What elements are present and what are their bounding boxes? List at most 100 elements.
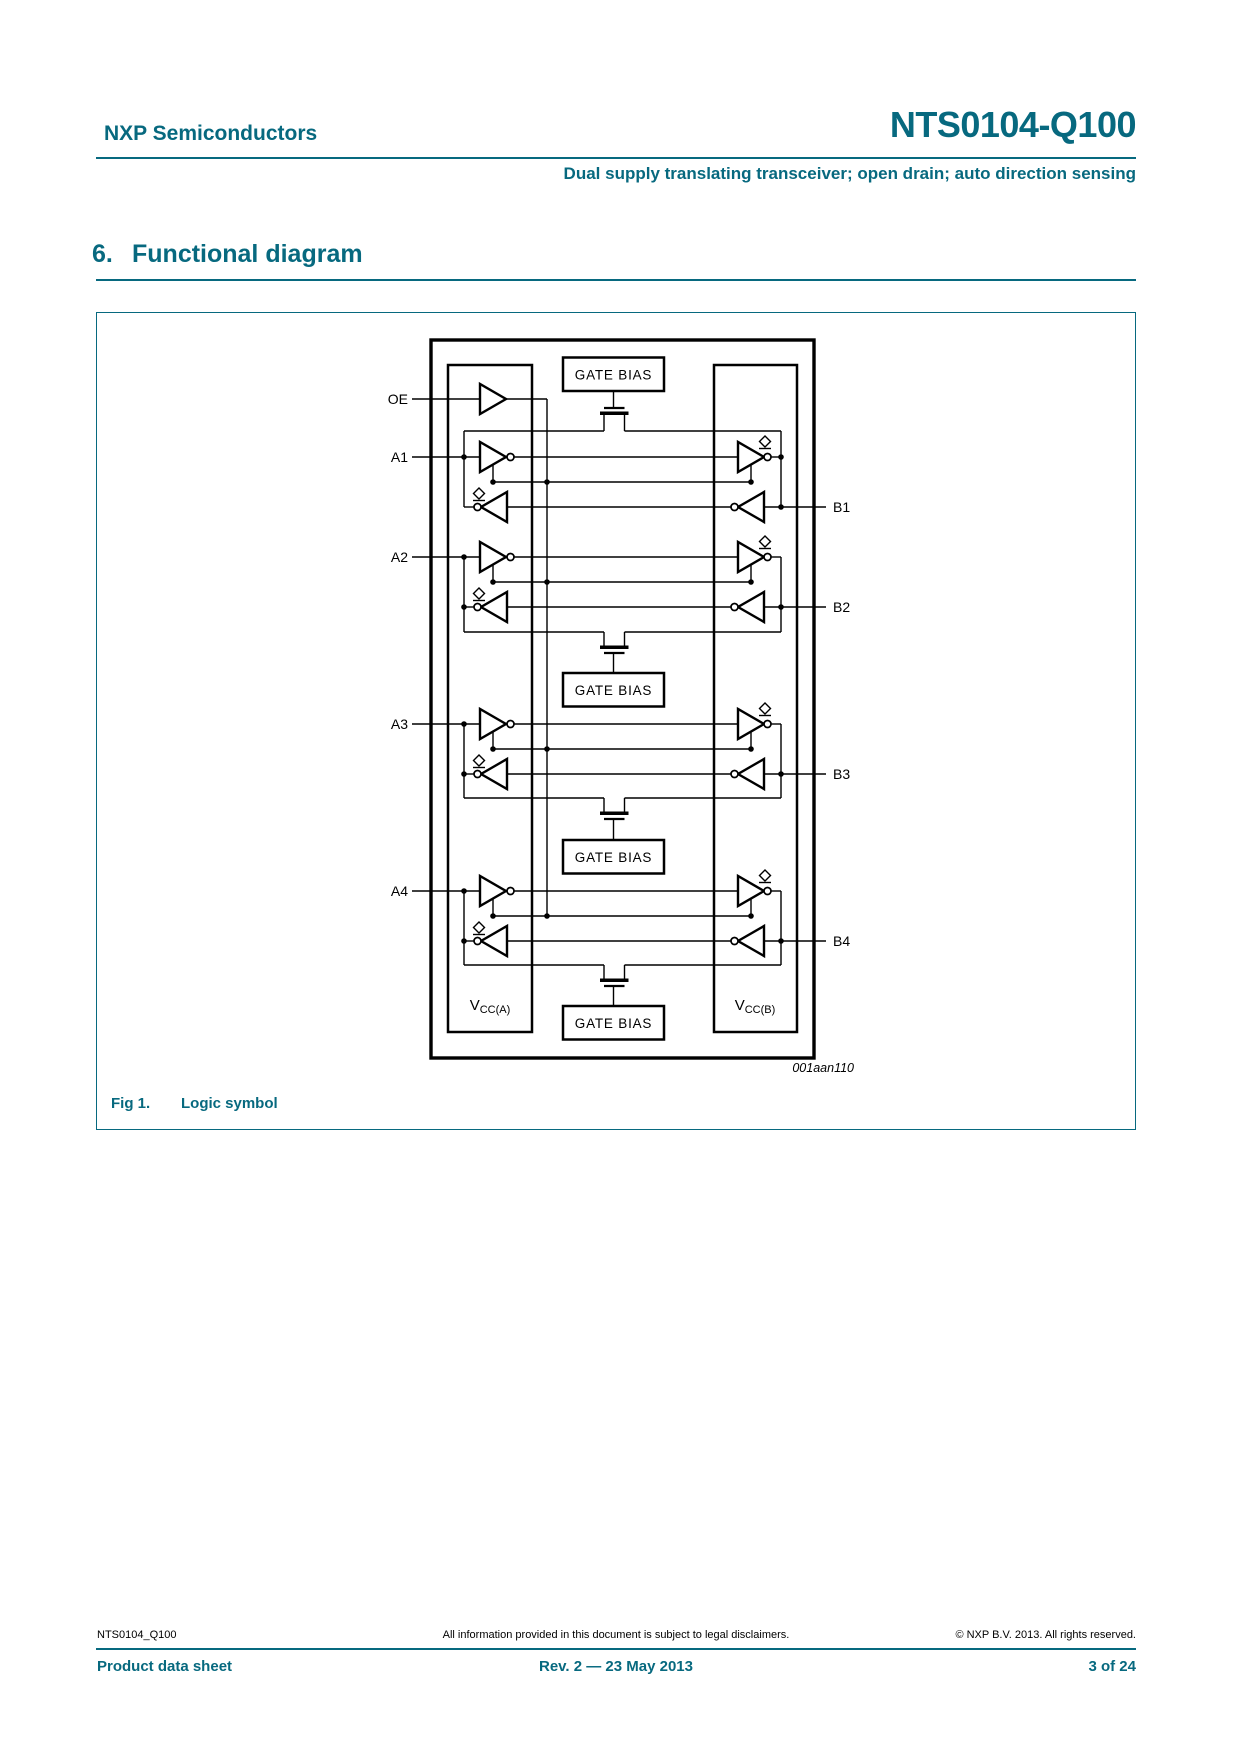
gate-bias-label: GATE BIAS [575,1016,652,1031]
b-side-driver-buffer [736,706,767,742]
junction-dot [748,479,754,485]
figure-caption-title: Logic symbol [181,1095,278,1112]
footer-copyright: © NXP B.V. 2013. All rights reserved. [955,1629,1136,1641]
vccb-subscript: CC(B) [745,1004,776,1016]
figure-frame: OE GATE BIAS GATE BIAS GATE BIAS [96,312,1136,1130]
transistor-channel [600,645,629,649]
junction-dot [490,746,496,752]
b-side-driver-buffer [736,873,767,909]
open-drain-icon [472,921,486,934]
junction-dot [778,504,784,510]
inverter-bubble [506,552,515,562]
document-subtitle: Dual supply translating transceiver; ope… [563,164,1136,183]
a-side-driver-buffer [478,589,509,625]
junction-dot [461,938,467,944]
open-drain-icon [758,702,772,715]
a-side-sense-buffer [478,439,509,475]
footer-divider [96,1648,1136,1650]
b-port-label: B1 [833,499,850,515]
a-side-sense-buffer [478,873,509,909]
junction-dot [544,746,550,752]
vcc-symbol: V [735,997,745,1014]
inverter-bubble [763,719,772,729]
junction-dot [544,579,550,585]
junction-dot [748,579,754,585]
part-number-title: NTS0104-Q100 [889,104,1137,145]
junction-dot [544,479,550,485]
inverter-bubble [473,502,482,512]
open-drain-icon [758,535,772,548]
inverter-bubble [506,886,515,896]
junction-dot [461,771,467,777]
junction-dot [461,721,467,727]
inverter-bubble [730,936,739,946]
junction-dot [461,454,467,460]
a-side-driver-buffer [478,756,509,792]
b-port-label: B4 [833,933,850,949]
junction-dot [461,604,467,610]
footer-page-number: 3 of 24 [1088,1658,1136,1675]
junction-dot [748,746,754,752]
inverter-bubble [730,502,739,512]
b-side-sense-buffer [735,589,766,625]
footer-disclaimer: All information provided in this documen… [442,1629,790,1641]
open-drain-icon [758,869,772,882]
b-side-sense-buffer [735,489,766,525]
gate-bias-label: GATE BIAS [575,850,652,865]
oe-buffer [478,381,509,417]
inverter-bubble [473,769,482,779]
vccb-label: VCC(B) [735,997,776,1016]
section-divider [96,279,1136,281]
junction-dot [778,938,784,944]
junction-dot [461,888,467,894]
pass-transistor-4 [600,965,629,1006]
a-side-box [446,363,534,1034]
a-port-label: A1 [391,449,408,465]
a-side-sense-buffer [478,706,509,742]
inverter-bubble [473,602,482,612]
footer-doc-id: NTS0104_Q100 [97,1629,177,1641]
a-port-label: A2 [391,549,408,565]
inverter-bubble [763,452,772,462]
gate-bias-label: GATE BIAS [575,368,652,383]
inverter-bubble [763,552,772,562]
inverter-bubble [730,602,739,612]
a-side-sense-buffer [478,539,509,575]
b-side-driver-buffer [736,439,767,475]
b-side-sense-buffer [735,923,766,959]
pass-transistor-2 [600,632,629,673]
gate-bias-block-1: GATE BIAS [561,356,666,393]
a-side-driver-buffer [478,923,509,959]
inverter-bubble [506,452,515,462]
open-drain-icon [758,435,772,448]
footer-revision: Rev. 2 — 23 May 2013 [539,1658,693,1675]
transistor-channel [600,811,629,815]
logic-symbol-diagram: OE GATE BIAS GATE BIAS GATE BIAS [388,338,854,1075]
drawing-reference: 001aan110 [792,1061,854,1075]
gate-bias-block-4: GATE BIAS [561,1004,666,1041]
gate-bias-block-2: GATE BIAS [561,671,666,708]
a-port-label: A4 [391,883,408,899]
vcc-symbol: V [470,997,480,1014]
junction-dot [778,771,784,777]
b-port-label: B3 [833,766,850,782]
inverter-bubble [730,769,739,779]
open-drain-icon [472,487,486,500]
a-port-label: A3 [391,716,408,732]
pass-transistor-1 [600,391,629,431]
junction-dot [778,454,784,460]
b-port-label: B2 [833,599,850,615]
pass-transistor-3 [600,798,629,840]
junction-dot [544,913,550,919]
oe-enable-circuit: OE [388,381,548,916]
junction-dot [778,604,784,610]
junction-dot [461,554,467,560]
b-side-box [712,363,799,1034]
junction-dot [490,579,496,585]
junction-dot [490,479,496,485]
b-side-sense-buffer [735,756,766,792]
